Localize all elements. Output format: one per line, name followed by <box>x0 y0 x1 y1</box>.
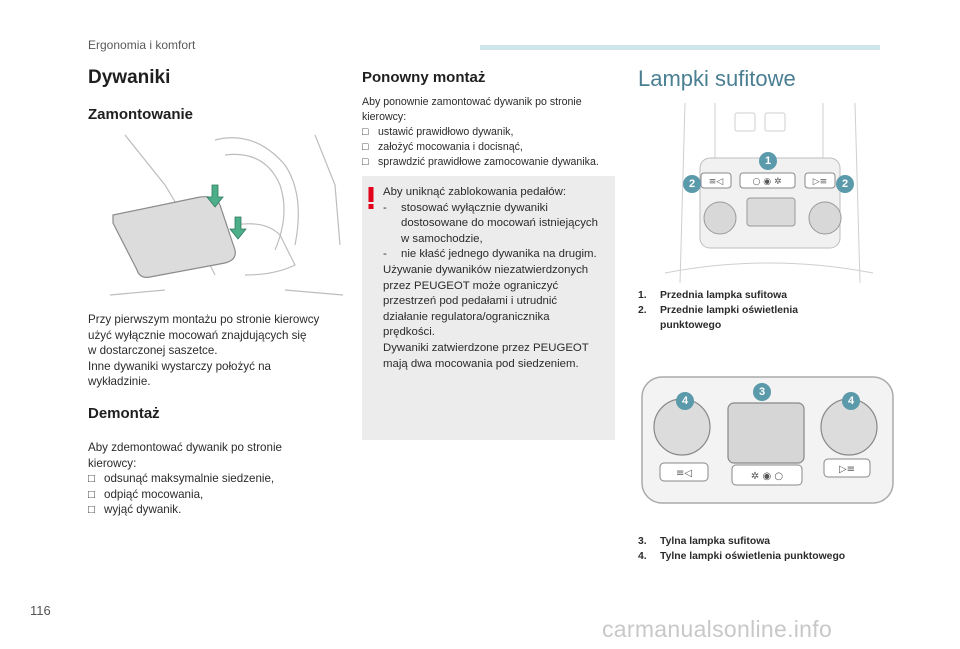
header-accent-bar <box>480 45 880 50</box>
svg-text:≡◁: ≡◁ <box>709 177 724 187</box>
callout-badge-2-left: 2 <box>683 175 701 193</box>
list-item: □odpiąć mocowania, <box>88 487 204 501</box>
page-number: 116 <box>30 603 51 618</box>
callout-badge-4-left: 4 <box>676 392 694 410</box>
installation-paragraph: Przy pierwszym montażu po stronie kierow… <box>88 313 320 388</box>
checkbox-bullet-icon: □ <box>88 503 96 516</box>
checkbox-bullet-icon: □ <box>362 126 369 138</box>
removal-text: Aby zdemontować dywanik po stronie kiero… <box>88 440 338 518</box>
list-item: □sprawdzić prawidłowe zamocowanie dywani… <box>362 156 599 168</box>
rear-ceiling-light-illustration: ≡◁ ✲ ◉ ○ ▷≡ <box>641 376 894 504</box>
fastener-arrow-icon <box>206 184 224 208</box>
list-item: □założyć mocowania i docisnąć, <box>362 141 523 153</box>
callout-badge-1: 1 <box>759 152 777 170</box>
list-item: □ustawić prawidłowo dywanik, <box>362 126 514 138</box>
warning-text: Aby uniknąć zablokowania pedałów: - stos… <box>383 185 611 372</box>
page-title-dywaniki: Dywaniki <box>88 67 171 88</box>
warning-box <box>362 176 615 440</box>
callout-badge-4-right: 4 <box>842 392 860 410</box>
list-item: -nie kłaść jednego dywanika na drugim. <box>383 248 597 261</box>
svg-text:▷≡: ▷≡ <box>839 464 855 475</box>
svg-text:≡◁: ≡◁ <box>676 468 692 479</box>
svg-text:○ ◉ ✲: ○ ◉ ✲ <box>753 177 782 187</box>
heading-installation: Zamontowanie <box>88 106 194 123</box>
watermark: carmanualsonline.info <box>602 616 833 642</box>
list-item: □odsunąć maksymalnie siedzenie, <box>88 472 275 485</box>
rear-legend: 3.Tylna lampka sufitowa 4.Tylne lampki o… <box>638 534 918 564</box>
heading-removal: Demontaż <box>88 405 160 422</box>
section-title: Ergonomia i komfort <box>88 38 196 52</box>
front-ceiling-light-illustration: ≡◁ ○ ◉ ✲ ▷≡ <box>655 103 883 283</box>
fastener-arrow-icon <box>229 216 247 240</box>
legend-item: 1.Przednia lampka sufitowa <box>638 290 788 301</box>
front-legend: 1.Przednia lampka sufitowa 2. Przednie l… <box>638 288 898 333</box>
heading-reinstallation: Ponowny montaż <box>362 69 486 86</box>
legend-item: 3.Tylna lampka sufitowa <box>638 536 771 547</box>
list-item: □wyjąć dywanik. <box>88 503 182 516</box>
callout-badge-3: 3 <box>753 383 771 401</box>
svg-text:✲ ◉ ○: ✲ ◉ ○ <box>751 471 783 482</box>
legend-item: 2. Przednie lampki oświetlenia punktoweg… <box>638 305 799 331</box>
checkbox-bullet-icon: □ <box>88 472 96 485</box>
callout-badge-2-right: 2 <box>836 175 854 193</box>
checkbox-bullet-icon: □ <box>88 487 96 501</box>
checkbox-bullet-icon: □ <box>362 156 369 168</box>
legend-item: 4.Tylne lampki oświetlenia punktowego <box>638 551 846 562</box>
list-item: - stosować wyłącznie dywaniki dostosowan… <box>383 201 598 245</box>
page-title-lampki: Lampki sufitowe <box>638 66 796 91</box>
floor-mat-illustration <box>109 134 344 296</box>
reinstallation-text: Aby ponownie zamontować dywanik po stron… <box>362 95 618 170</box>
floor-mat-shape <box>112 196 236 278</box>
checkbox-bullet-icon: □ <box>362 141 369 153</box>
svg-text:▷≡: ▷≡ <box>813 177 827 187</box>
warning-exclamation-icon <box>368 187 374 209</box>
